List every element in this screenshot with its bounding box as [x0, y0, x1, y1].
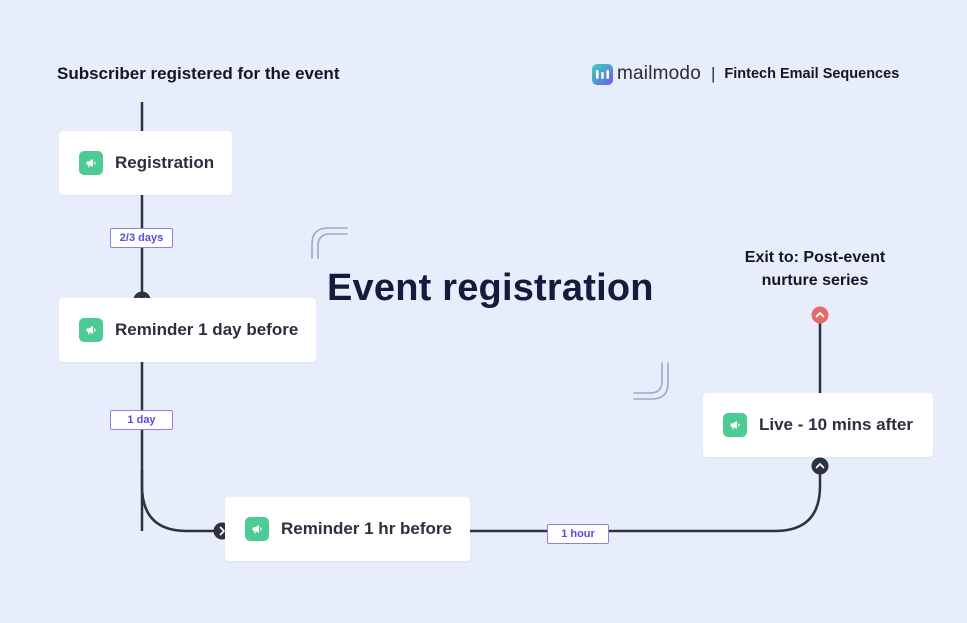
- node-label: Live - 10 mins after: [759, 415, 914, 434]
- connector-curve-left: [140, 470, 225, 533]
- email-node-reminder-1-day[interactable]: Reminder 1 day before: [59, 298, 316, 362]
- brand-separator: |: [710, 64, 716, 83]
- brand-name: mailmodo: [617, 63, 701, 84]
- brand-header: mailmodo | Fintech Email Sequences: [592, 62, 899, 86]
- node-label: Reminder 1 hr before: [281, 519, 452, 538]
- brand-tagline: Fintech Email Sequences: [724, 66, 900, 82]
- delay-badge: 2/3 days: [110, 228, 173, 248]
- megaphone-icon: [79, 151, 103, 175]
- node-label: Registration: [115, 153, 215, 172]
- exit-label-line-1: Exit to: Post-event: [744, 249, 886, 266]
- megaphone-icon: [245, 517, 269, 541]
- exit-marker-icon: [811, 306, 829, 324]
- megaphone-icon: [79, 318, 103, 342]
- chevron-up-icon: [811, 457, 829, 475]
- decorative-bracket-top-left: [311, 227, 348, 259]
- node-label: Reminder 1 day before: [115, 320, 299, 339]
- connector-curve-right: [470, 466, 822, 533]
- decorative-bracket-bottom-right: [633, 362, 669, 400]
- delay-badge: 1 day: [110, 410, 173, 430]
- delay-badge: 1 hour: [547, 524, 609, 544]
- mailmodo-logo-icon: [592, 63, 613, 85]
- exit-label-line-2: nurture series: [761, 272, 869, 289]
- email-node-registration[interactable]: Registration: [59, 131, 232, 195]
- megaphone-icon: [723, 413, 747, 437]
- email-node-live[interactable]: Live - 10 mins after: [703, 393, 933, 457]
- diagram-title: Event registration: [327, 267, 654, 309]
- trigger-label: Subscriber registered for the event: [57, 64, 340, 83]
- exit-label: Exit to: Post-event nurture series: [735, 246, 895, 292]
- email-node-reminder-1-hr[interactable]: Reminder 1 hr before: [225, 497, 470, 561]
